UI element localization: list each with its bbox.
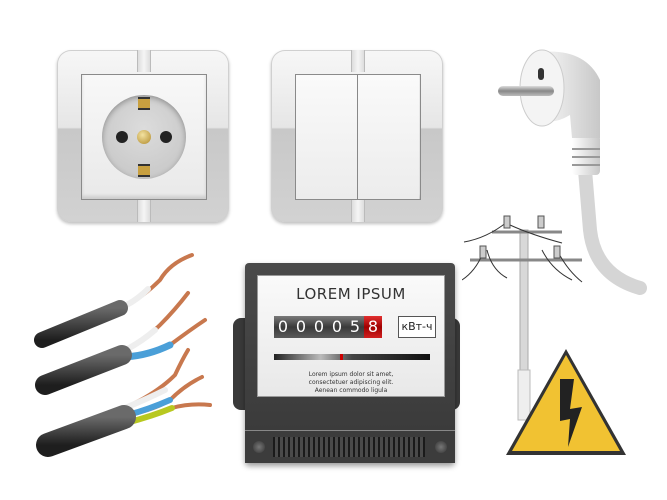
meter-digit: 0 [274,316,292,338]
high-voltage-sign [506,349,626,455]
vent-slots [273,437,425,457]
switch-rocker-left [296,75,358,199]
meter-disc-bar [274,354,430,360]
meter-digit-red: 8 [364,316,382,338]
screw-icon [253,441,265,453]
meter-counter: 0 0 0 0 5 8 [274,316,382,338]
meter-digit: 5 [346,316,364,338]
screw-icon [435,441,447,453]
power-plug [498,49,647,295]
meter-digit: 0 [328,316,346,338]
lightning-bolt-icon [560,379,582,447]
double-light-switch [271,50,443,222]
meter-digit: 0 [292,316,310,338]
screw-icon [137,130,151,144]
meter-display-panel: LOREM IPSUM 0 0 0 0 5 8 кВт-ч Lorem ipsu… [257,275,445,397]
meter-caption: Lorem ipsum dolor sit amet, consectetuer… [308,371,394,394]
meter-disc-mark [340,354,343,360]
meter-unit: кВт-ч [398,316,436,338]
socket-face [102,95,186,179]
meter-digit: 0 [310,316,328,338]
wall-socket [57,50,229,222]
meter-title: LOREM IPSUM [296,285,406,303]
meter-grill [245,430,455,463]
electric-cables [34,253,212,457]
electric-meter: LOREM IPSUM 0 0 0 0 5 8 кВт-ч Lorem ipsu… [245,263,455,463]
switch-rocker-right [358,75,419,199]
